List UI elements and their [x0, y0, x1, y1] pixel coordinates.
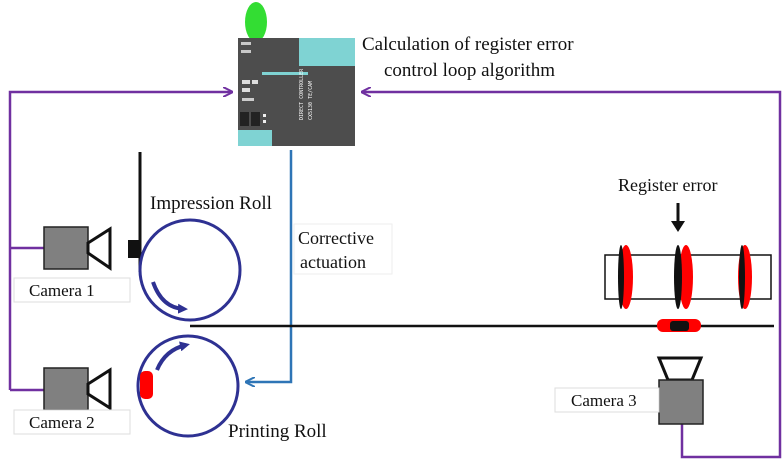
impression-roll-rotation-arrow	[151, 281, 188, 314]
camera-1: Camera 1	[13, 226, 131, 303]
controller-port	[252, 80, 258, 84]
impression-roll	[128, 152, 242, 322]
controller-accent-strip	[262, 72, 308, 75]
printing-roll-rotation-arrow	[155, 341, 190, 371]
printing-plate-mark	[140, 371, 153, 399]
camera2-label-box	[13, 409, 131, 435]
web-mark-black	[670, 321, 689, 331]
actuation-label-box	[293, 223, 393, 275]
camera1-label-box	[13, 277, 131, 303]
controller-model-text-2: CX5130 TE/CAM	[308, 81, 314, 120]
web-register-mark	[657, 319, 701, 332]
status-led	[245, 2, 267, 42]
register-mark-mid-black	[674, 245, 682, 309]
camera3-label: Camera 3	[571, 391, 637, 410]
left-feedback-line	[8, 92, 232, 390]
feedback-lines	[8, 92, 782, 459]
camera1-lens	[86, 226, 112, 271]
controller-pin	[241, 42, 251, 45]
controller-caption-line1: Calculation of register error	[362, 34, 574, 55]
controller-port	[242, 80, 250, 84]
camera3-lens	[656, 356, 704, 382]
camera1-body	[43, 226, 89, 270]
printing-roll	[136, 334, 240, 438]
controller-led-small	[263, 120, 266, 123]
register-error-label: Register error	[618, 175, 717, 195]
right-feedback-line	[362, 92, 782, 459]
camera1-label: Camera 1	[29, 281, 95, 300]
actuation-label-line2: actuation	[300, 252, 366, 272]
camera3-body	[658, 379, 704, 425]
controller-port	[242, 88, 250, 92]
camera3-label-box	[554, 387, 660, 413]
actuation-label-line1: Corrective	[298, 228, 374, 248]
controller-slot	[240, 112, 249, 126]
register-mark-right-black	[739, 245, 745, 309]
controller-accent-top	[299, 38, 355, 66]
register-error-arrow	[671, 203, 685, 232]
camera-2: Camera 2	[13, 367, 131, 435]
printing-roll-label: Printing Roll	[228, 421, 327, 442]
controller-model-text: DIRECT CONTROLLER	[299, 68, 305, 120]
corrective-actuation-line	[246, 150, 293, 382]
impression-roll-circle	[138, 218, 242, 322]
controller-led-small	[263, 114, 266, 117]
controller-device: DIRECT CONTROLLER CX5130 TE/CAM	[238, 2, 355, 146]
camera-3: Camera 3	[554, 356, 704, 425]
camera2-label: Camera 2	[29, 413, 95, 432]
controller-pin	[241, 50, 251, 53]
register-mark-left-black	[618, 245, 624, 309]
controller-accent-bottom	[238, 130, 272, 146]
controller-caption-line2: control loop algorithm	[384, 60, 555, 81]
register-mark-mid-red	[679, 245, 693, 309]
impression-roll-sensor	[128, 240, 140, 258]
controller-port	[242, 98, 254, 101]
camera2-lens	[86, 367, 112, 411]
camera2-body	[43, 367, 89, 411]
impression-roll-label: Impression Roll	[150, 193, 272, 214]
controller-slot	[251, 112, 260, 126]
register-error-view	[604, 245, 772, 309]
